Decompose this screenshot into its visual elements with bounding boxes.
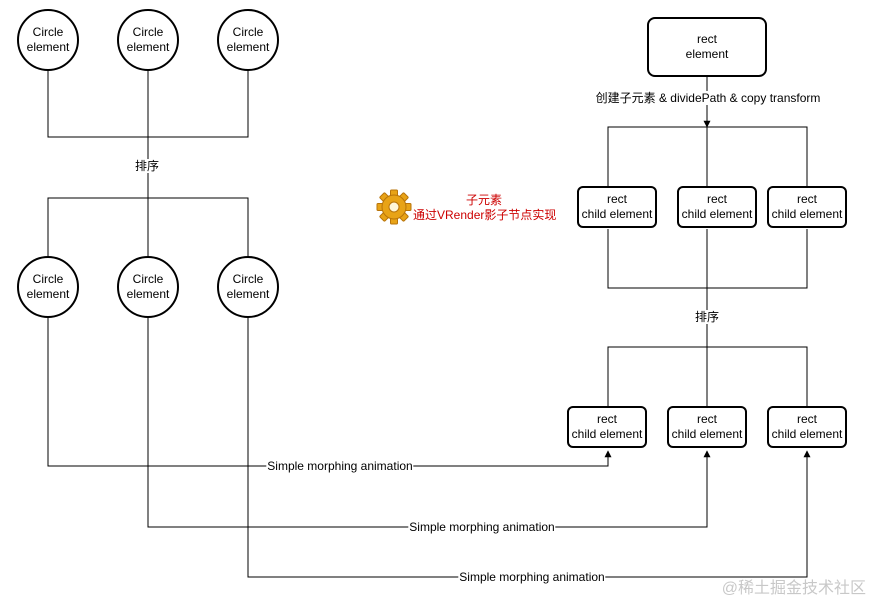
left-top-merge-line [47, 70, 249, 138]
child-rect-top-3: rect child element [767, 186, 847, 228]
rect-label-line2: element [685, 47, 729, 61]
gear-icon [376, 189, 412, 225]
rect-element-top: rect element [647, 17, 767, 77]
circle-label-line2: element [226, 40, 270, 54]
child-rect-bottom-2: rect child element [667, 406, 747, 448]
child-rect-bottom-1: rect child element [567, 406, 647, 448]
right-split-line [607, 126, 808, 187]
morph-line-1 [47, 317, 612, 467]
sort-label-left: 排序 [133, 159, 161, 173]
circle-label-line1: Circle [132, 25, 164, 39]
child-rect-label-line2: child element [581, 207, 653, 221]
child-rect-label-line2: child element [571, 427, 643, 441]
child-rect-label-line1: rect [796, 412, 817, 426]
circle-label-line1: Circle [232, 25, 264, 39]
child-rect-label-line1: rect [596, 412, 617, 426]
child-element-note: 子元素 通过VRender影子节点实现 [413, 193, 557, 223]
circle-element-top-3: Circle element [217, 9, 279, 71]
child-rect-label-line2: child element [681, 207, 753, 221]
morph-label-1: Simple morphing animation [266, 459, 414, 473]
circle-label-line1: Circle [132, 272, 164, 286]
morph-label-2: Simple morphing animation [408, 520, 556, 534]
circle-label-line1: Circle [32, 272, 64, 286]
child-rect-top-2: rect child element [677, 186, 757, 228]
circle-label-line2: element [226, 287, 270, 301]
circle-label-line1: Circle [32, 25, 64, 39]
left-split-line [47, 137, 249, 257]
circle-element-top-2: Circle element [117, 9, 179, 71]
right-sort-line [607, 288, 808, 407]
child-rect-label-line2: child element [771, 427, 843, 441]
child-rect-bottom-3: rect child element [767, 406, 847, 448]
note-line1: 子元素 [465, 193, 502, 207]
circle-element-bottom-1: Circle element [17, 256, 79, 318]
child-rect-label-line1: rect [796, 192, 817, 206]
sort-label-right: 排序 [693, 310, 721, 324]
circle-label-line2: element [126, 287, 170, 301]
circle-label-line2: element [26, 287, 70, 301]
child-rect-label-line1: rect [696, 412, 717, 426]
rect-label-line1: rect [696, 32, 717, 46]
morph-label-3: Simple morphing animation [458, 570, 606, 584]
child-rect-label-line1: rect [706, 192, 727, 206]
circle-element-bottom-3: Circle element [217, 256, 279, 318]
note-line2: 通过VRender影子节点实现 [413, 208, 557, 222]
circle-element-bottom-2: Circle element [117, 256, 179, 318]
circle-label-line1: Circle [232, 272, 264, 286]
child-rect-label-line2: child element [771, 207, 843, 221]
circle-label-line2: element [126, 40, 170, 54]
child-rect-top-1: rect child element [577, 186, 657, 228]
child-rect-label-line1: rect [606, 192, 627, 206]
child-rect-label-line2: child element [671, 427, 743, 441]
right-merge-line [607, 229, 808, 289]
circle-element-top-1: Circle element [17, 9, 79, 71]
watermark: @稀土掘金技术社区 [721, 580, 866, 597]
divide-label: 创建子元素 & dividePath & copy transform [594, 91, 822, 105]
circle-label-line2: element [26, 40, 70, 54]
